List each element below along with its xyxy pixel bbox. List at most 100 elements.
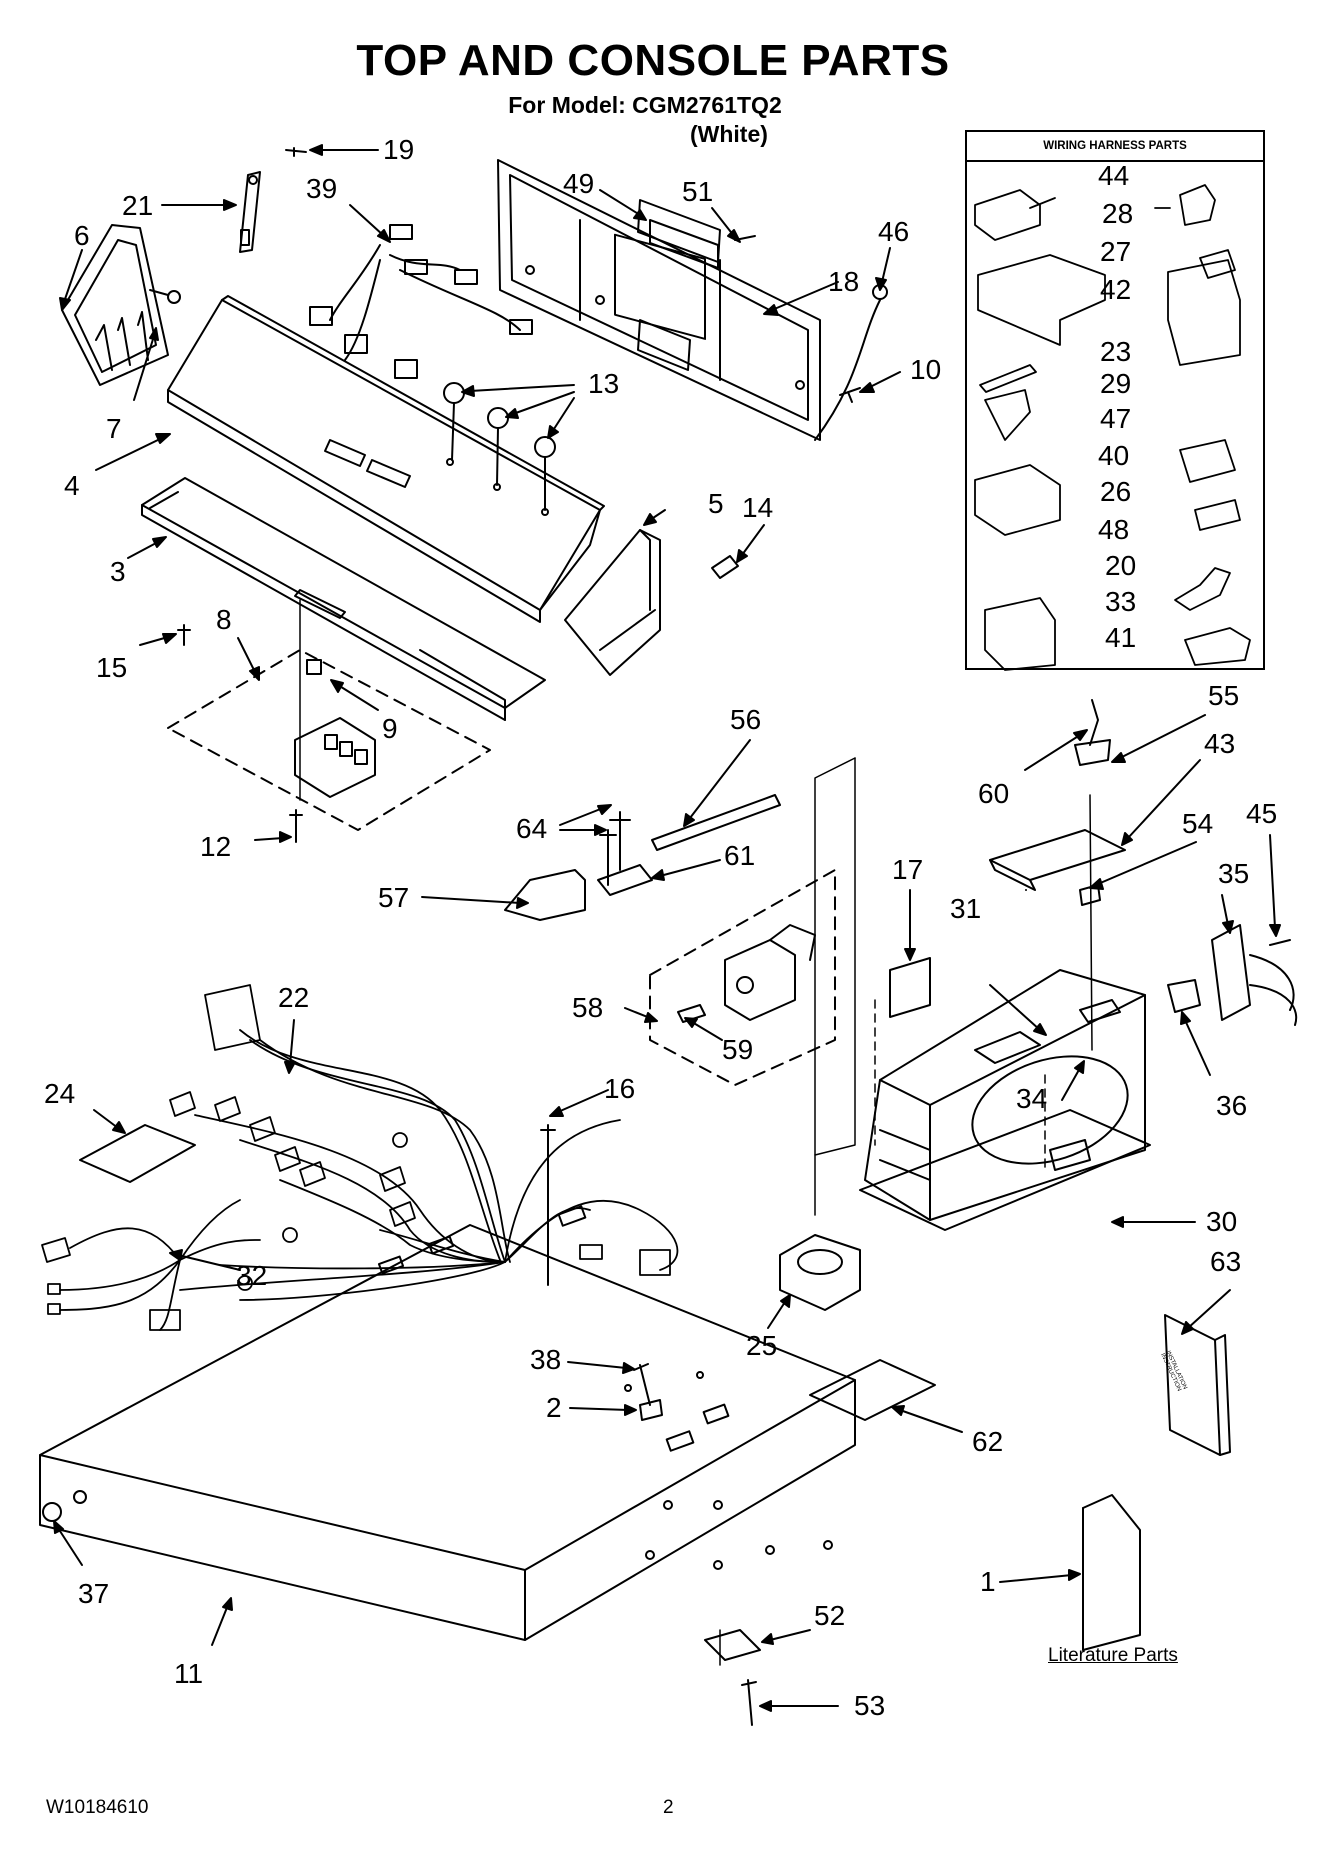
callout-49: 49 [563, 168, 595, 199]
page-title: TOP AND CONSOLE PARTS [356, 36, 950, 85]
callout-33: 33 [1105, 586, 1137, 617]
callout-56: 56 [730, 704, 762, 735]
callout-19: 19 [383, 134, 415, 165]
screw-10 [839, 387, 861, 403]
cover-24 [79, 1124, 196, 1183]
screw-12 [289, 809, 303, 843]
indicator-lamps [443, 382, 556, 511]
callout-2: 2 [546, 1392, 562, 1423]
bracket-52 [704, 1629, 761, 1661]
knob-55 [1074, 739, 1111, 766]
callout-53: 53 [854, 1690, 886, 1721]
callout-9: 9 [382, 713, 398, 744]
callout-61: 61 [724, 840, 756, 871]
callout-62: 62 [972, 1426, 1004, 1457]
callout-11: 11 [174, 1658, 204, 1689]
callout-14: 14 [742, 492, 774, 523]
screw-15 [177, 624, 191, 646]
screw-19 [285, 147, 307, 157]
callout-12: 12 [200, 831, 232, 862]
console-back-panel [497, 159, 821, 441]
callout-arrows [53, 144, 1281, 1712]
plate-30-notch [1049, 1139, 1091, 1171]
screw-53 [741, 1679, 757, 1726]
grommet-25-hole [797, 1249, 843, 1275]
timer-35 [1211, 924, 1298, 1026]
callout-7: 7 [106, 413, 122, 444]
callout-47: 47 [1100, 403, 1132, 434]
callout-3: 3 [110, 556, 126, 587]
callout-45: 45 [1246, 798, 1278, 829]
callout-16: 16 [604, 1073, 636, 1104]
callout-32: 32 [236, 1260, 268, 1291]
callout-22: 22 [278, 982, 310, 1013]
callout-1: 1 [980, 1566, 996, 1597]
callout-57: 57 [378, 882, 410, 913]
callout-27: 27 [1100, 236, 1132, 267]
pad-61 [597, 864, 653, 896]
document-number: W10184610 [46, 1797, 149, 1818]
callout-23: 23 [1100, 336, 1132, 367]
switch-harness [309, 224, 533, 379]
callout-6: 6 [74, 220, 90, 251]
screw-16 [540, 1124, 556, 1286]
bracket-57 [504, 869, 586, 921]
callout-21: 21 [122, 190, 154, 221]
cover-43 [989, 829, 1126, 881]
right-end-cap [564, 529, 661, 676]
cover-43-edge [989, 859, 1036, 891]
grommet-25 [779, 1234, 861, 1311]
clip-2 [639, 1399, 663, 1421]
key-60 [1089, 699, 1099, 746]
strip-56 [651, 794, 781, 851]
harness-part-drawings [974, 184, 1251, 671]
callout-58: 58 [572, 992, 604, 1023]
callout-26: 26 [1100, 476, 1132, 507]
callout-60: 60 [978, 778, 1010, 809]
plate-30 [859, 1109, 1151, 1231]
leader-panel-2 [814, 757, 856, 1216]
screw-7 [149, 289, 181, 304]
dryer-top [39, 1205, 856, 1641]
console [167, 295, 605, 623]
callout-8: 8 [216, 604, 232, 635]
wiring-harness-parts-box: WIRING HARNESS PARTS [965, 130, 1265, 670]
callout-29: 29 [1100, 368, 1132, 399]
callout-24: 24 [44, 1078, 76, 1109]
switch-module-outline [167, 649, 491, 831]
callout-44: 44 [1098, 160, 1130, 191]
callout-41: 41 [1105, 622, 1137, 653]
thermostat-17 [889, 957, 931, 1018]
callout-30: 30 [1206, 1206, 1238, 1237]
harness-32 [41, 1199, 261, 1331]
callout-42: 42 [1100, 274, 1132, 305]
cover-62 [809, 1359, 936, 1421]
main-wire-harness [169, 984, 679, 1301]
callout-51: 51 [682, 176, 714, 207]
literature-parts-label: Literature Parts [1048, 1645, 1178, 1666]
callout-31: 31 [950, 893, 982, 924]
callout-15: 15 [96, 652, 128, 683]
callout-48: 48 [1098, 514, 1130, 545]
callout-10: 10 [910, 354, 942, 385]
callout-20: 20 [1105, 550, 1137, 581]
callout-35: 35 [1218, 858, 1250, 889]
callout-59: 59 [722, 1034, 754, 1065]
callout-46: 46 [878, 216, 910, 247]
callout-55: 55 [1208, 680, 1240, 711]
screw-45 [1269, 939, 1291, 946]
callout-34: 34 [1016, 1083, 1048, 1114]
switch-module [294, 599, 376, 801]
bracket-21 [239, 171, 261, 253]
wiring-harness-title: WIRING HARNESS PARTS [967, 132, 1263, 162]
knob-36 [1167, 979, 1201, 1013]
callout-13: 13 [588, 368, 620, 399]
callout-43: 43 [1204, 728, 1236, 759]
control-bezel [141, 477, 546, 721]
callout-28: 28 [1102, 198, 1134, 229]
door-switch-assembly [677, 924, 816, 1023]
callout-37: 37 [78, 1578, 110, 1609]
callout-4: 4 [64, 470, 80, 501]
leader-shaft [1089, 794, 1093, 1051]
